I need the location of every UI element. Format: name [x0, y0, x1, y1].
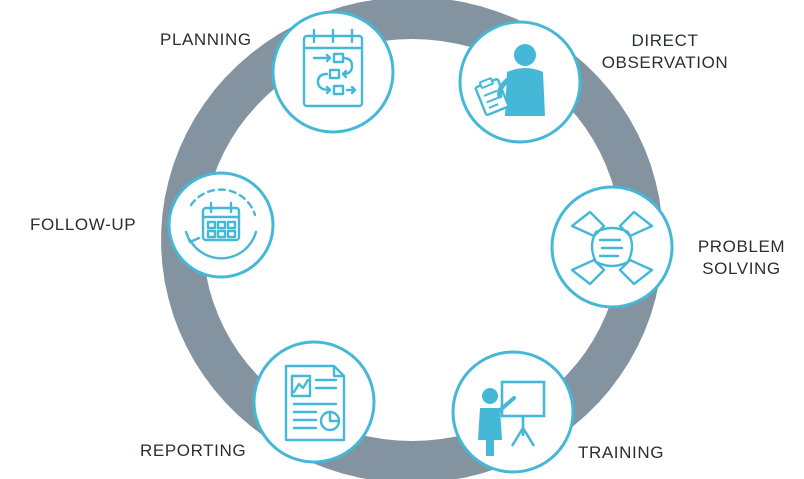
stage-follow-up	[167, 171, 275, 279]
presenter-board-icon	[478, 380, 546, 456]
stacked-hands-icon	[570, 210, 654, 286]
label-planning: PLANNING	[160, 30, 252, 49]
label-reporting: REPORTING	[140, 441, 247, 460]
stage-planning	[271, 10, 395, 134]
flowchart-checklist-icon	[302, 28, 364, 108]
label-follow-up: FOLLOW-UP	[30, 215, 137, 234]
stage-reporting	[252, 340, 376, 464]
stage-direct-observation	[458, 20, 582, 144]
ring-segment-arrow	[337, 363, 610, 479]
calendar-cycle-icon	[184, 188, 258, 260]
stage-training	[451, 350, 575, 474]
label-direct-observation-line2: OBSERVATION	[601, 53, 729, 72]
report-document-icon	[284, 364, 346, 442]
ring-segment-arrow	[161, 72, 262, 331]
ring-segment-arrow	[214, 0, 487, 117]
stage-problem-solving	[550, 185, 674, 309]
label-direct-observation: DIRECT OBSERVATION	[590, 30, 740, 74]
label-problem-solving-line2: SOLVING	[702, 259, 781, 278]
label-problem-solving: PROBLEM SOLVING	[684, 236, 799, 280]
label-direct-observation-line1: DIRECT	[631, 31, 699, 50]
label-problem-solving-line1: PROBLEM	[697, 237, 786, 256]
person-clipboard-icon	[474, 44, 545, 116]
label-training: TRAINING	[578, 443, 665, 462]
